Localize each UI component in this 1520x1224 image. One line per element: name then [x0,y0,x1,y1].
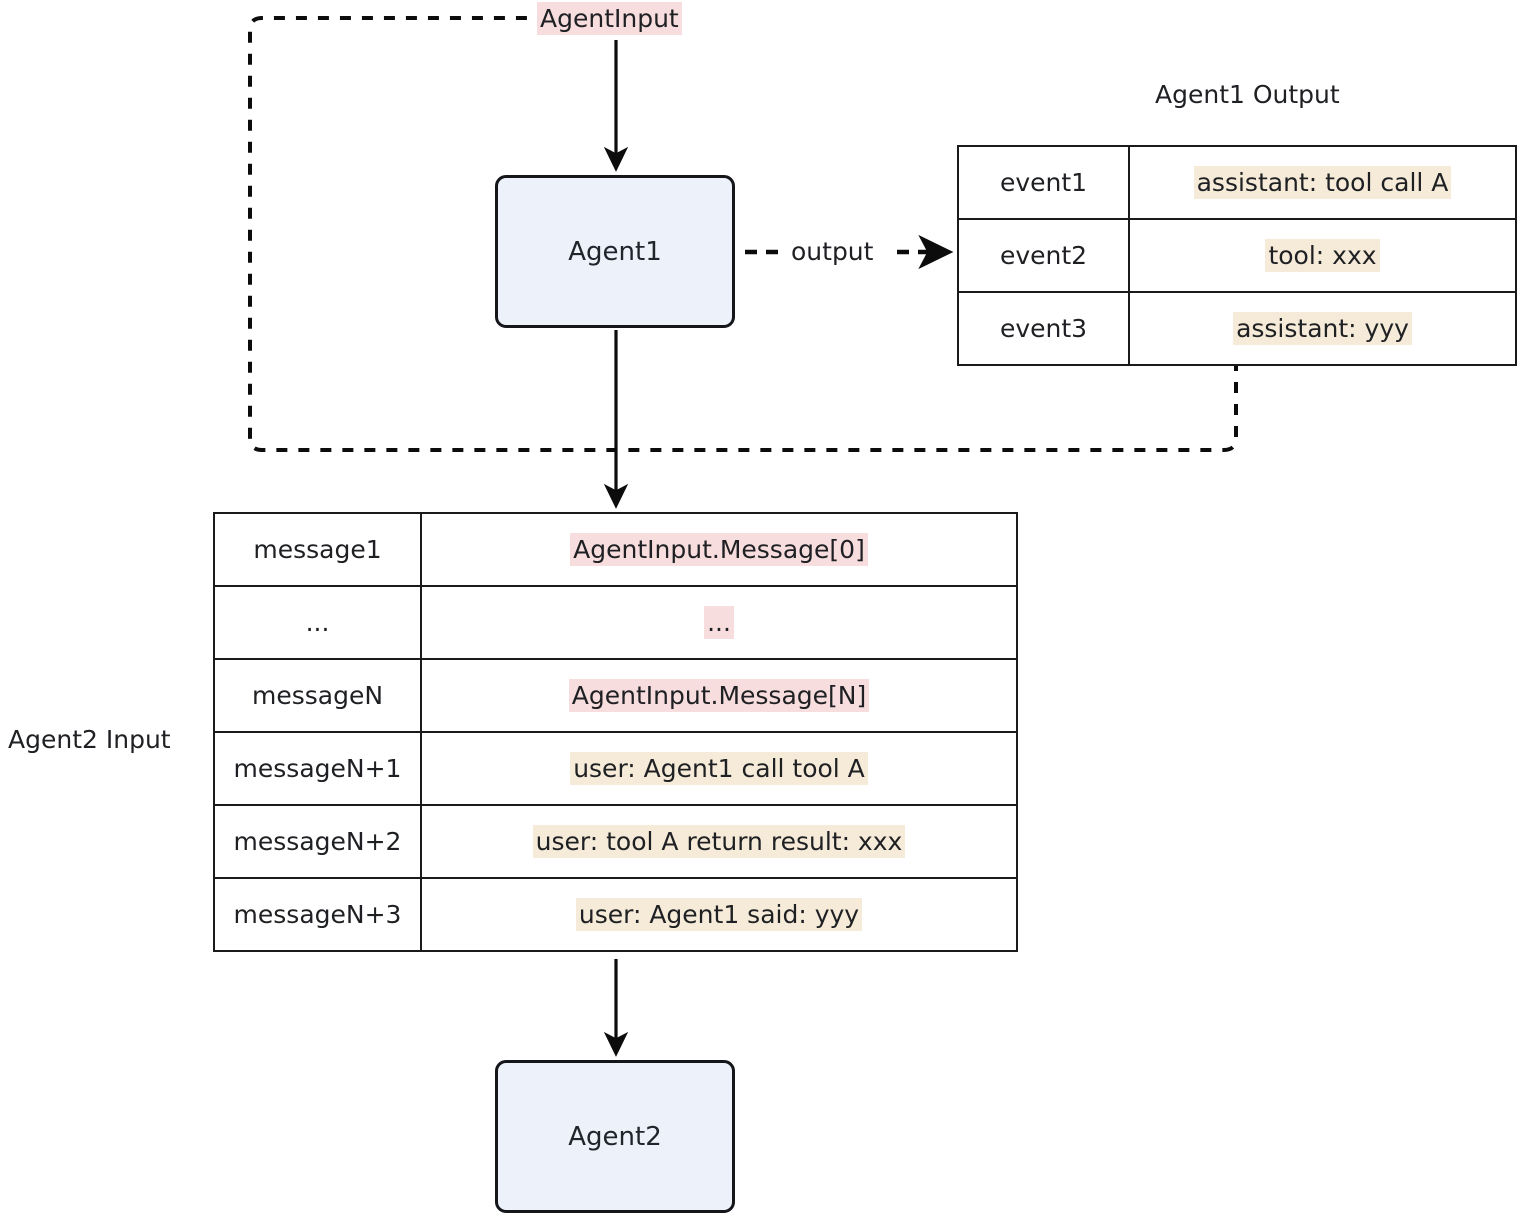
table-row: messageN+2 user: tool A return result: x… [213,804,1018,879]
node-agent1-label: Agent1 [568,236,662,267]
agent1-output-table: event1 assistant: tool call A event2 too… [957,145,1517,366]
node-agent2-label: Agent2 [568,1121,662,1152]
table-cell-key: event2 [957,218,1130,293]
cell-value-text: user: Agent1 call tool A [570,752,868,785]
table-row: messageN+1 user: Agent1 call tool A [213,731,1018,806]
table-row: event2 tool: xxx [957,218,1517,293]
agent-input-text: AgentInput [537,2,682,35]
agent2-input-label: Agent2 Input [8,725,171,754]
table-cell-value: assistant: tool call A [1128,145,1517,220]
cell-value-text: user: tool A return result: xxx [532,825,906,858]
table-row: messageN AgentInput.Message[N] [213,658,1018,733]
table-cell-value: tool: xxx [1128,218,1517,293]
table-row: event3 assistant: yyy [957,291,1517,366]
table-cell-key: ... [213,585,422,660]
table-cell-value: AgentInput.Message[0] [420,512,1018,587]
node-agent1[interactable]: Agent1 [495,175,735,328]
agent-input-label: AgentInput [537,2,682,35]
cell-value-text: AgentInput.Message[N] [568,679,870,712]
agent1-output-title: Agent1 Output [1155,80,1340,109]
agent2-input-table-body: message1 AgentInput.Message[0] ... ... m… [213,512,1018,952]
edge-output-label: output [791,237,874,266]
table-cell-key: messageN+3 [213,877,422,952]
cell-value-text: AgentInput.Message[0] [570,533,868,566]
table-cell-key: messageN+2 [213,804,422,879]
cell-value-text: assistant: tool call A [1193,166,1452,199]
table-cell-key: event1 [957,145,1130,220]
agent1-output-table-body: event1 assistant: tool call A event2 too… [957,145,1517,366]
agent2-input-table: message1 AgentInput.Message[0] ... ... m… [213,512,1018,952]
table-cell-key: messageN [213,658,422,733]
table-row: event1 assistant: tool call A [957,145,1517,220]
table-row: messageN+3 user: Agent1 said: yyy [213,877,1018,952]
table-row: message1 AgentInput.Message[0] [213,512,1018,587]
table-cell-value: user: tool A return result: xxx [420,804,1018,879]
table-cell-key: event3 [957,291,1130,366]
table-cell-key: message1 [213,512,422,587]
cell-value-text: ... [704,606,734,639]
cell-value-text: user: Agent1 said: yyy [575,898,863,931]
cell-value-text: tool: xxx [1265,239,1380,272]
table-cell-key: messageN+1 [213,731,422,806]
table-cell-value: AgentInput.Message[N] [420,658,1018,733]
table-cell-value: user: Agent1 call tool A [420,731,1018,806]
table-cell-value: ... [420,585,1018,660]
cell-value-text: assistant: yyy [1233,312,1412,345]
table-row: ... ... [213,585,1018,660]
node-agent2[interactable]: Agent2 [495,1060,735,1213]
table-cell-value: assistant: yyy [1128,291,1517,366]
table-cell-value: user: Agent1 said: yyy [420,877,1018,952]
